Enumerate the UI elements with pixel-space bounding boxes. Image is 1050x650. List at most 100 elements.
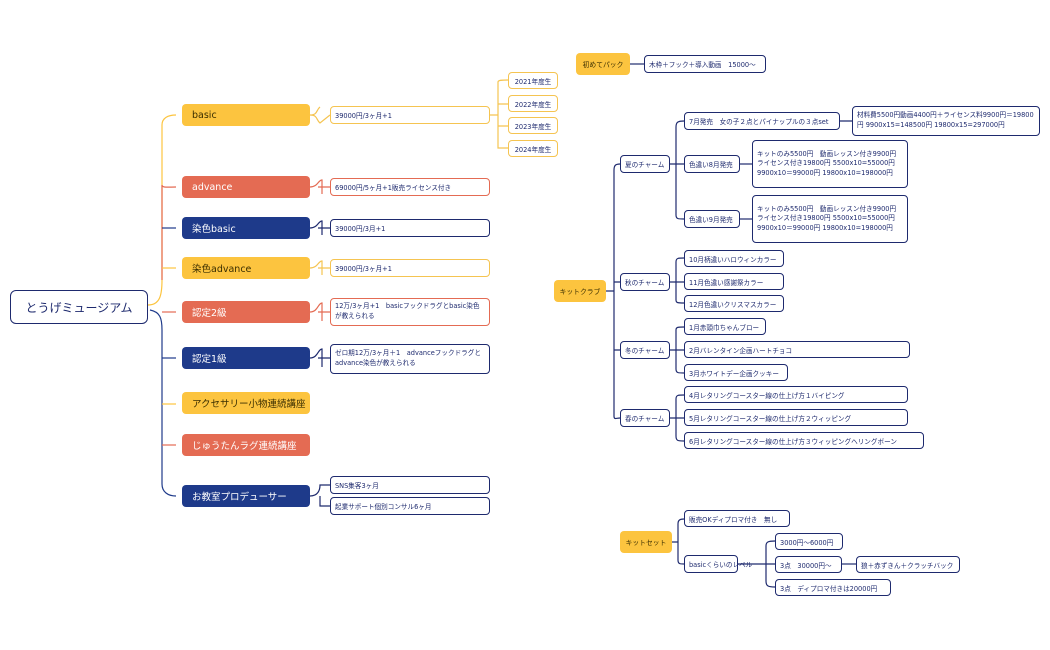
root-label: とうげミュージアム [25, 300, 133, 315]
first-pack-detail[interactable]: 木枠＋フック＋導入動画 15000〜 [644, 55, 766, 73]
item-label: 6月レタリングコースター線の仕上げ方３ウィッピングヘリングボーン [689, 437, 897, 446]
course-label: アクセサリー小物連続講座 [192, 399, 306, 410]
course-producer[interactable]: お教室プロデューサー [182, 485, 310, 507]
winter-item-node[interactable]: 3月ホワイトデー企画クッキー [684, 364, 788, 381]
year-node[interactable]: 2021年度生 [508, 72, 558, 89]
summer-charm-node[interactable]: 夏のチャーム [620, 155, 670, 173]
detail-dye-advance[interactable]: 39000円/3ヶ月+1 [330, 259, 490, 277]
item-label: 4月レタリングコースター線の仕上げ方１バイピング [689, 391, 845, 400]
detail-label: 39000円/3ヶ月+1 [335, 265, 392, 273]
winter-item-node[interactable]: 2月バレンタイン企画ハートチョコ [684, 341, 910, 358]
detail-label: 39000円/3月+1 [335, 225, 386, 233]
season-label: 秋のチャーム [625, 279, 665, 287]
spring-charm-node[interactable]: 春のチャーム [620, 409, 670, 427]
item-label: basicくらいのレベル [689, 561, 753, 569]
summer-item-detail[interactable]: 材料費5500円動画4400円＋ライセンス料9900円＝19800円 9900x… [852, 106, 1040, 136]
autumn-charm-node[interactable]: 秋のチャーム [620, 273, 670, 291]
detail-cert-2[interactable]: 12万/3ヶ月+1 basicフックドラグとbasic染色が教えられる [330, 298, 490, 326]
item-label: 色違い8月発売 [689, 161, 733, 169]
season-label: 冬のチャーム [625, 347, 665, 355]
spring-item-node[interactable]: 5月レタリングコースター線の仕上げ方２ウィッピング [684, 409, 908, 426]
course-dye-advance[interactable]: 染色advance [182, 257, 310, 279]
item-label: 3点 ディプロマ付きは20000円 [780, 584, 878, 593]
course-label: 染色advance [192, 264, 252, 275]
item-label: 7月発売 女の子２点とパイナップルの３点set [689, 118, 829, 126]
detail-label: SNS集客3ヶ月 [335, 482, 379, 490]
spring-item-node[interactable]: 6月レタリングコースター線の仕上げ方３ウィッピングヘリングボーン [684, 432, 924, 449]
detail-label: キットのみ5500円 動画レッスン付き9900円 ライセンス付き19800円 5… [757, 149, 903, 177]
autumn-item-node[interactable]: 12月色違いクリスマスカラー [684, 295, 784, 312]
detail-label: ゼロ期12万/3ヶ月＋1 advanceフックドラグとadvance染色が教えら… [335, 349, 481, 367]
spring-item-node[interactable]: 4月レタリングコースター線の仕上げ方１バイピング [684, 386, 908, 403]
detail-label: キットのみ5500円 動画レッスン付き9900円 ライセンス付き19800円 5… [757, 204, 903, 232]
kit-set-basic-level[interactable]: basicくらいのレベル [684, 555, 752, 573]
course-label: じゅうたんラグ連続講座 [192, 441, 297, 452]
kit-set-level[interactable]: 3000円〜6000円 [775, 533, 843, 550]
kit-club-node[interactable]: キットクラブ [554, 280, 606, 302]
winter-item-node[interactable]: 1月赤頭巾ちゃんブロー [684, 318, 766, 335]
detail-dye-basic[interactable]: 39000円/3月+1 [330, 219, 490, 237]
year-node[interactable]: 2023年度生 [508, 117, 558, 134]
course-label: advance [192, 181, 233, 193]
kit-club-label: キットクラブ [559, 288, 601, 296]
summer-item-node[interactable]: 色違い9月発売 [684, 210, 740, 228]
item-label: 2月バレンタイン企画ハートチョコ [689, 346, 793, 355]
detail-cert-1[interactable]: ゼロ期12万/3ヶ月＋1 advanceフックドラグとadvance染色が教えら… [330, 344, 490, 374]
detail-advance[interactable]: 69000円/5ヶ月+1販売ライセンス付き [330, 178, 490, 196]
summer-item-node[interactable]: 7月発売 女の子２点とパイナップルの３点set [684, 112, 840, 130]
kit-set-sales[interactable]: 販売OKディプロマ付き 無し [684, 510, 790, 527]
item-label: 10月柄違いハロウィンカラー [689, 255, 777, 264]
course-label: 染色basic [192, 224, 236, 235]
item-label: 5月レタリングコースター線の仕上げ方２ウィッピング [689, 414, 852, 423]
course-label: basic [192, 109, 217, 121]
item-label: 11月色違い感謝祭カラー [689, 278, 764, 287]
root-node[interactable]: とうげミュージアム [10, 290, 148, 324]
first-pack-label: 初めてパック [582, 61, 624, 69]
detail-label: 木枠＋フック＋導入動画 15000〜 [649, 61, 756, 69]
winter-charm-node[interactable]: 冬のチャーム [620, 341, 670, 359]
detail-producer-sns[interactable]: SNS集客3ヶ月 [330, 476, 490, 494]
detail-label: 材料費5500円動画4400円＋ライセンス料9900円＝19800円 9900x… [857, 111, 1034, 129]
course-basic[interactable]: basic [182, 104, 310, 126]
detail-producer-consult[interactable]: 起業サポート個別コンサル6ヶ月 [330, 497, 490, 515]
course-dye-basic[interactable]: 染色basic [182, 217, 310, 239]
item-label: 1月赤頭巾ちゃんブロー [689, 323, 760, 332]
year-label: 2022年度生 [514, 100, 552, 109]
year-node[interactable]: 2024年度生 [508, 140, 558, 157]
item-label: 3月ホワイトデー企画クッキー [689, 369, 779, 378]
course-label: 認定2級 [192, 308, 227, 319]
course-rug[interactable]: じゅうたんラグ連続講座 [182, 434, 310, 456]
kit-set-node[interactable]: キットセット [620, 531, 672, 553]
item-label: 販売OKディプロマ付き 無し [689, 515, 778, 524]
course-cert-1[interactable]: 認定1級 [182, 347, 310, 369]
kit-set-level-detail[interactable]: 狼＋赤ずきん＋クラッチバック [856, 556, 960, 573]
autumn-item-node[interactable]: 11月色違い感謝祭カラー [684, 273, 784, 290]
summer-item-detail[interactable]: キットのみ5500円 動画レッスン付き9900円 ライセンス付き19800円 5… [752, 195, 908, 243]
course-advance[interactable]: advance [182, 176, 310, 198]
detail-label: 起業サポート個別コンサル6ヶ月 [335, 503, 432, 511]
kit-set-level[interactable]: 3点 ディプロマ付きは20000円 [775, 579, 891, 596]
detail-label: 狼＋赤ずきん＋クラッチバック [861, 561, 954, 570]
season-label: 夏のチャーム [625, 161, 665, 169]
year-node[interactable]: 2022年度生 [508, 95, 558, 112]
course-label: お教室プロデューサー [192, 492, 287, 503]
course-cert-2[interactable]: 認定2級 [182, 301, 310, 323]
year-label: 2023年度生 [514, 122, 552, 131]
autumn-item-node[interactable]: 10月柄違いハロウィンカラー [684, 250, 784, 267]
detail-label: 12万/3ヶ月+1 basicフックドラグとbasic染色が教えられる [335, 302, 480, 320]
detail-label: 69000円/5ヶ月+1販売ライセンス付き [335, 184, 452, 192]
first-pack-node[interactable]: 初めてパック [576, 53, 630, 75]
detail-label: 39000円/3ヶ月+1 [335, 112, 392, 120]
detail-basic[interactable]: 39000円/3ヶ月+1 [330, 106, 490, 124]
season-label: 春のチャーム [625, 415, 665, 423]
summer-item-node[interactable]: 色違い8月発売 [684, 155, 740, 173]
summer-item-detail[interactable]: キットのみ5500円 動画レッスン付き9900円 ライセンス付き19800円 5… [752, 140, 908, 188]
item-label: 3点 30000円〜 [780, 561, 832, 570]
kit-set-level[interactable]: 3点 30000円〜 [775, 556, 842, 573]
course-accessory[interactable]: アクセサリー小物連続講座 [182, 392, 310, 414]
item-label: 3000円〜6000円 [780, 538, 834, 547]
item-label: 12月色違いクリスマスカラー [689, 300, 777, 309]
item-label: 色違い9月発売 [689, 216, 733, 224]
course-label: 認定1級 [192, 354, 227, 365]
